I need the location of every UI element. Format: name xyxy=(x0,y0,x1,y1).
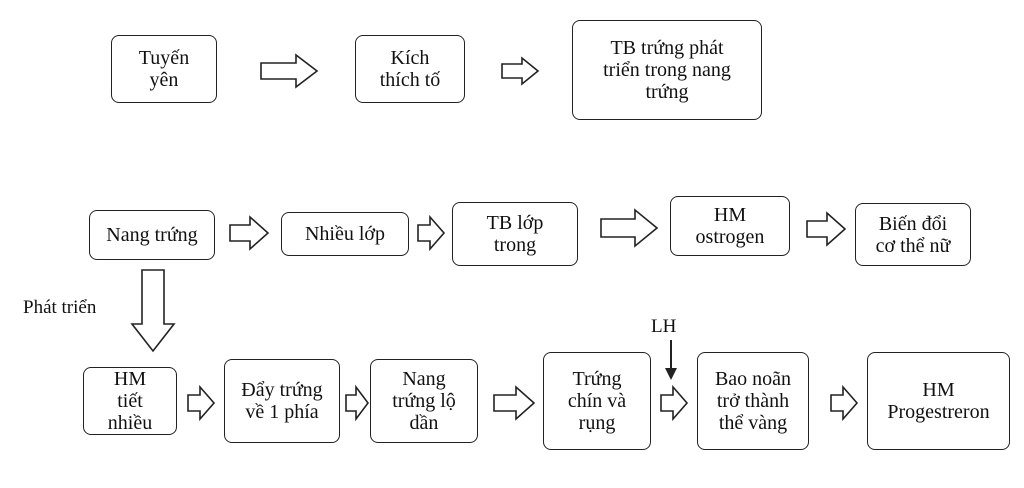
node-text-line: Nang xyxy=(402,368,446,390)
label-phat-trien: Phát triển xyxy=(23,297,97,318)
node-text-line: trứng xyxy=(645,81,689,103)
arrow-right-icon xyxy=(501,56,540,86)
node-text-line: ostrogen xyxy=(695,226,765,248)
node-text-line: cơ thể nữ xyxy=(875,234,951,257)
node-text-line: thể vàng xyxy=(718,412,788,434)
node-text-line: Bao noãn xyxy=(714,368,792,390)
arrow-right-icon xyxy=(260,53,319,89)
node-text-line: HM xyxy=(922,379,955,401)
node-text-line: HM xyxy=(113,368,147,390)
node-text-line: Đẩy trứng xyxy=(241,379,323,401)
node-text-line: Tuyến xyxy=(138,47,190,69)
node-nang-trung: Nang trứng xyxy=(89,210,215,260)
node-text-line: HM xyxy=(713,204,747,226)
node-text-line: rụng xyxy=(578,412,616,434)
arrow-right-icon xyxy=(600,208,659,248)
node-text-line: Biến đổi xyxy=(878,212,948,235)
label-lh: LH xyxy=(651,316,677,337)
node-text-line: Nhiều lớp xyxy=(304,223,385,245)
arrow-right-icon xyxy=(493,385,536,421)
node-text-line: TB trứng phát xyxy=(610,37,724,59)
node-text-line: yên xyxy=(149,69,179,91)
arrow-right-icon xyxy=(660,384,689,422)
node-text-line: triển trong nang xyxy=(603,59,731,81)
arrow-right-icon xyxy=(417,214,446,252)
node-text-line: tiết xyxy=(117,390,143,412)
node-text-line: Kích xyxy=(390,47,430,69)
arrow-right-icon xyxy=(345,384,369,422)
node-text-line: trứng lộ xyxy=(392,390,456,412)
node-text-line: Progestreron xyxy=(887,401,990,423)
node-text-line: chín và xyxy=(567,390,627,412)
node-text-line: dần xyxy=(409,412,439,434)
node-text-line: trở thành xyxy=(716,390,790,412)
arrow-right-icon xyxy=(806,211,847,247)
node-text-line: Nang trứng xyxy=(106,224,198,246)
node-text-line: nhiều xyxy=(107,412,153,434)
node-text-line: Trứng xyxy=(572,368,622,390)
node-text-line: trong xyxy=(493,234,537,256)
node-nhieu-lop: Nhiều lớp xyxy=(281,212,409,256)
node-text-line: về 1 phía xyxy=(245,401,319,423)
arrow-right-icon xyxy=(229,215,270,251)
node-text-line: TB lớp xyxy=(486,212,544,234)
arrow-right-icon xyxy=(830,384,859,422)
arrow-down-thin-icon xyxy=(665,340,677,380)
node-text-line: thích tố xyxy=(379,69,441,91)
arrow-right-icon xyxy=(187,384,216,422)
arrow-down-icon xyxy=(130,269,176,353)
